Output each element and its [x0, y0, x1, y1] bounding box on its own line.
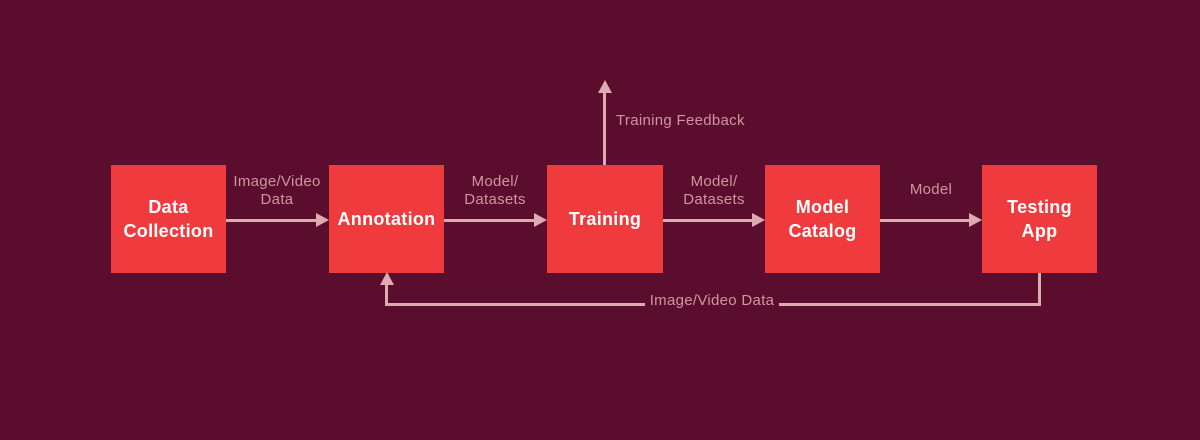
node-label: Data Collection — [123, 197, 214, 241]
arrowhead-right-icon — [969, 213, 982, 227]
edge-label-model-datasets-2: Model/ Datasets — [683, 173, 745, 208]
arrow-line-model-catalog-to-testing-app — [880, 219, 971, 222]
node-label: Annotation — [337, 209, 436, 229]
arrow-line-training-to-model-catalog — [663, 219, 754, 222]
node-annotation: Annotation — [329, 165, 444, 273]
arrowhead-right-icon — [752, 213, 765, 227]
node-data-collection: Data Collection — [111, 165, 226, 273]
arrow-line-annotation-to-training — [444, 219, 536, 222]
arrowhead-up-icon — [598, 80, 612, 93]
arrow-line-loop-right-segment — [779, 303, 1041, 306]
edge-label-model-datasets: Model/ Datasets — [464, 173, 526, 208]
arrowhead-right-icon — [534, 213, 547, 227]
edge-label-model: Model — [909, 181, 953, 198]
node-model-catalog: Model Catalog — [765, 165, 880, 273]
arrowhead-right-icon — [316, 213, 329, 227]
arrow-line-loop-drop — [1038, 273, 1041, 306]
arrow-line-loop-riser — [385, 284, 388, 306]
edge-label-training-feedback: Training Feedback — [616, 112, 745, 129]
node-label: Training — [568, 209, 642, 229]
edge-label-image-video-data-loop: Image/Video Data — [649, 292, 775, 309]
arrowhead-up-icon — [380, 272, 394, 285]
arrow-line-data-collection-to-annotation — [226, 219, 318, 222]
node-label: Testing App — [1007, 197, 1072, 241]
edge-label-image-video-data: Image/Video Data — [233, 173, 321, 208]
node-testing-app: Testing App — [982, 165, 1097, 273]
node-training: Training — [547, 165, 663, 273]
arrow-line-training-feedback — [603, 90, 606, 165]
node-label: Model Catalog — [788, 197, 857, 241]
arrow-line-loop-left-segment — [385, 303, 645, 306]
